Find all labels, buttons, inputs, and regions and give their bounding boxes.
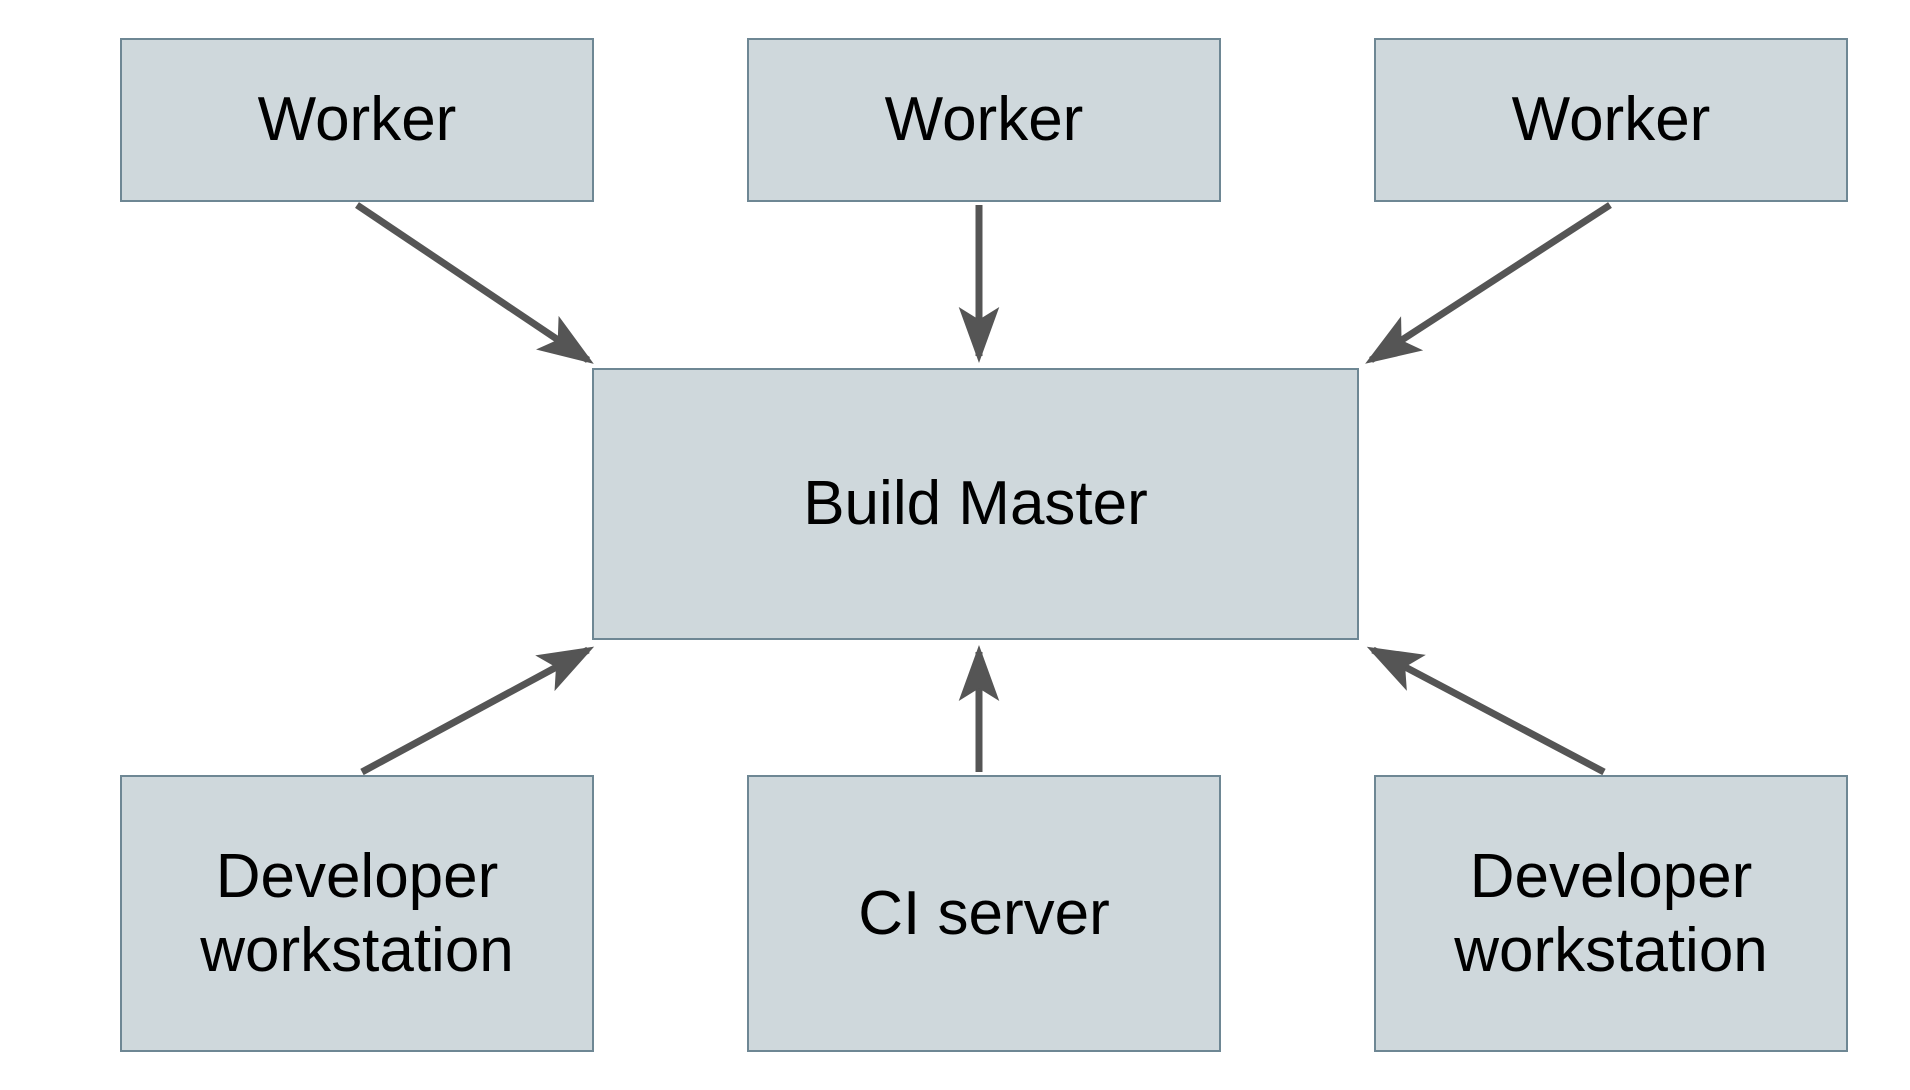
node-worker-1-label: Worker [257,85,457,155]
node-developer-workstation-right-label: Developer workstation [1454,842,1768,985]
node-worker-3-label: Worker [1511,85,1711,155]
node-worker-2-label: Worker [884,85,1084,155]
edge-worker-3-to-build-master [1365,202,1612,364]
node-ci-server-label: CI server [858,878,1110,948]
node-developer-workstation-right[interactable]: Developer workstation [1374,775,1848,1052]
node-build-master-label: Build Master [803,469,1148,539]
edge-dev-left-to-build-master [360,646,595,776]
node-build-master[interactable]: Build Master [592,368,1359,640]
edge-dev-right-to-build-master [1366,646,1606,776]
node-developer-workstation-left-label: Developer workstation [200,842,514,985]
node-worker-3[interactable]: Worker [1374,38,1848,202]
node-worker-2[interactable]: Worker [747,38,1221,202]
edge-worker-1-to-build-master [355,202,594,364]
node-developer-workstation-left[interactable]: Developer workstation [120,775,594,1052]
node-worker-1[interactable]: Worker [120,38,594,202]
node-ci-server[interactable]: CI server [747,775,1221,1052]
